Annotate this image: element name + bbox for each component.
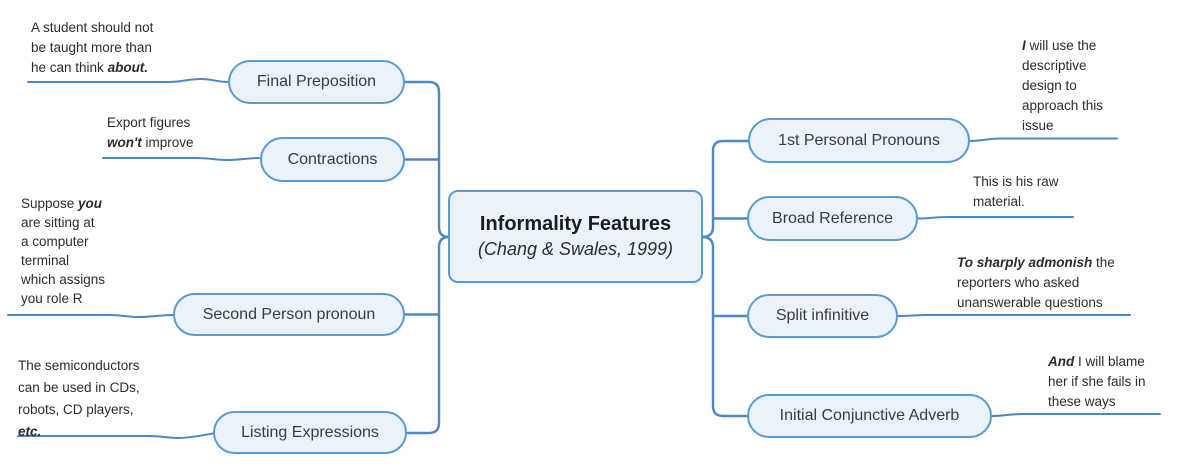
topic-broad-reference[interactable]: Broad Reference — [747, 196, 918, 241]
topic-second-person-pronoun[interactable]: Second Person pronoun — [173, 293, 405, 336]
example-line — [27, 77, 229, 83]
branch-line — [700, 139, 750, 239]
branch-line — [405, 235, 451, 435]
topic-initial-conjunctive-adverb[interactable]: Initial Conjunctive Adverb — [747, 394, 992, 438]
topic-label: Final Preposition — [256, 73, 377, 90]
central-topic[interactable]: Informality Features (Chang & Swales, 19… — [448, 190, 703, 283]
example-line — [17, 432, 214, 440]
example-line — [991, 413, 1161, 417]
topic-label: 1st Personal Pronouns — [778, 131, 940, 149]
topic-label: Initial Conjunctive Adverb — [779, 407, 960, 424]
example-line — [102, 157, 260, 162]
topic-label: Split infinitive — [775, 307, 870, 324]
branch-line — [700, 235, 749, 418]
topic-label: Broad Reference — [772, 209, 893, 227]
topic-label: Listing Expressions — [241, 423, 379, 441]
topic-split-infinitive[interactable]: Split infinitive — [747, 294, 898, 338]
example-line — [7, 314, 174, 319]
topic-1st-personal-pronouns[interactable]: 1st Personal Pronouns — [748, 118, 970, 163]
topic-contractions[interactable]: Contractions — [260, 137, 405, 182]
topic-final-preposition[interactable]: Final Preposition — [228, 60, 405, 104]
topic-listing-expressions[interactable]: Listing Expressions — [213, 411, 407, 454]
example-line — [917, 216, 1074, 220]
example-line — [897, 314, 1131, 317]
central-topic-subtitle: (Chang & Swales, 1999) — [477, 239, 674, 259]
topic-label: Contractions — [287, 150, 378, 168]
example-line — [969, 137, 1118, 142]
topic-label: Second Person pronoun — [202, 305, 376, 323]
branch-line — [403, 80, 451, 239]
central-topic-title: Informality Features — [479, 213, 672, 235]
